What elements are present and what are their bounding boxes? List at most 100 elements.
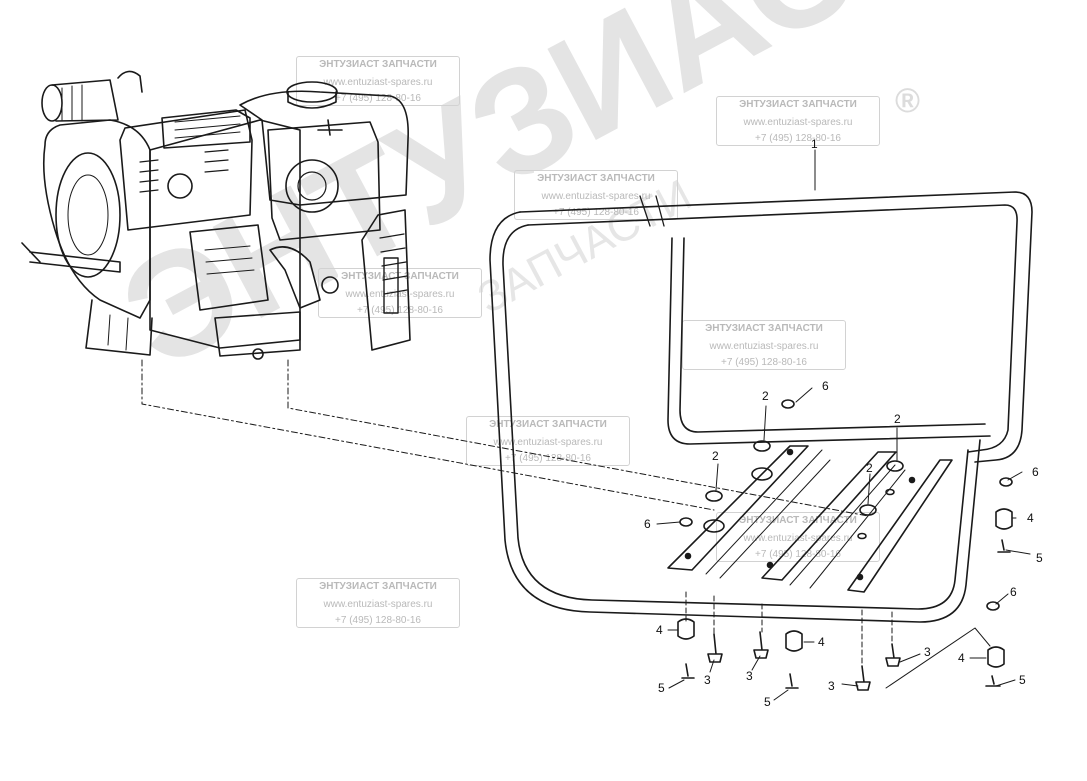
bolt xyxy=(997,539,1011,553)
callout-3: 3 xyxy=(924,645,931,659)
frame-inner-rail xyxy=(667,237,991,445)
callout-6: 6 xyxy=(1010,585,1017,599)
alignment-line xyxy=(685,591,893,665)
watermark-url: www.entuziast-spares.ru xyxy=(541,191,651,202)
watermark-box: ЭНТУЗИАСТ ЗАПЧАСТИ www.entuziast-spares.… xyxy=(296,578,460,628)
base-rail-2 xyxy=(761,451,897,581)
alignment-line xyxy=(885,627,991,689)
flange-nut xyxy=(753,440,771,452)
callout-2: 2 xyxy=(866,461,873,475)
watermark-phone: +7 (495) 128-80-16 xyxy=(755,549,841,560)
choke-lever xyxy=(321,276,339,294)
fan-cover-opening xyxy=(285,159,339,213)
watermark-url: www.entuziast-spares.ru xyxy=(345,289,455,300)
oil-cap xyxy=(317,119,343,136)
callout-3: 3 xyxy=(746,669,753,683)
leader-line xyxy=(668,549,1031,701)
mount-bushing xyxy=(751,467,773,481)
valve-cover-detail xyxy=(204,245,255,275)
lock-nut xyxy=(679,517,693,527)
watermark-url: www.entuziast-spares.ru xyxy=(493,437,603,448)
pump-volute xyxy=(55,152,121,278)
alignment-lines xyxy=(141,149,1031,701)
callout-5: 5 xyxy=(764,695,771,709)
flange-nut xyxy=(859,504,877,516)
engine-mounting-base xyxy=(214,311,301,357)
watermark-url: www.entuziast-spares.ru xyxy=(709,341,819,352)
base-hole xyxy=(684,552,692,560)
frame-top-rail-back xyxy=(519,191,1033,463)
flange-nut xyxy=(886,460,904,472)
watermark-url: www.entuziast-spares.ru xyxy=(323,77,433,88)
watermark-title: ЭНТУЗИАСТ ЗАПЧАСТИ xyxy=(316,579,440,595)
watermark-box: ЭНТУЗИАСТ ЗАПЧАСТИ www.entuziast-spares.… xyxy=(682,320,846,370)
watermark-url: www.entuziast-spares.ru xyxy=(743,117,853,128)
frame-front-loop xyxy=(489,211,981,623)
callout-3: 3 xyxy=(828,679,835,693)
fuel-cap-rim xyxy=(287,91,337,109)
mount-bushing xyxy=(703,519,725,533)
flange-bolt xyxy=(855,665,871,691)
watermark-url: www.entuziast-spares.ru xyxy=(323,599,433,610)
washer xyxy=(885,488,895,496)
lock-nut xyxy=(781,399,795,409)
base-hole xyxy=(766,561,774,569)
pump-foot xyxy=(85,299,153,356)
alignment-line xyxy=(287,359,869,517)
callout-6: 6 xyxy=(822,379,829,393)
washer xyxy=(857,532,867,540)
callout-2: 2 xyxy=(894,412,901,426)
watermark-box: ЭНТУЗИАСТ ЗАПЧАСТИ www.entuziast-spares.… xyxy=(716,96,880,146)
air-cleaner-slots xyxy=(174,115,241,139)
callout-numbers: 1 2 2 2 2 3 3 3 3 4 4 4 4 5 5 5 5 6 6 6 … xyxy=(644,137,1043,709)
watermark-phone: +7 (495) 128-80-16 xyxy=(721,357,807,368)
base-rail-edges xyxy=(705,449,906,589)
rubber-foot xyxy=(987,646,1005,668)
callout-4: 4 xyxy=(1027,511,1034,525)
base-hole xyxy=(856,573,864,581)
leader-line xyxy=(715,405,898,505)
air-cleaner-box xyxy=(161,109,251,149)
rubber-foot xyxy=(785,630,803,652)
watermark-phone: +7 (495) 128-80-16 xyxy=(755,133,841,144)
carburetor xyxy=(269,246,321,309)
frame-assembly xyxy=(489,191,1033,691)
shroud-vents xyxy=(139,149,229,193)
flange-bolt xyxy=(707,633,723,663)
rubber-foot xyxy=(995,508,1013,530)
frame-front-loop-inner xyxy=(502,224,969,610)
callout-6: 6 xyxy=(644,517,651,531)
watermark-box: ЭНТУЗИАСТ ЗАПЧАСТИ www.entuziast-spares.… xyxy=(514,170,678,220)
callout-1: 1 xyxy=(811,137,818,151)
frame-lift-tube xyxy=(639,195,665,227)
pump-fill-cap xyxy=(117,70,143,93)
callout-5: 5 xyxy=(1019,673,1026,687)
callout-4: 4 xyxy=(818,635,825,649)
watermark-title: ЭНТУЗИАСТ ЗАПЧАСТИ xyxy=(534,171,658,187)
cooling-fins xyxy=(379,233,408,295)
watermark-phone: +7 (495) 128-80-16 xyxy=(553,207,639,218)
base-hole xyxy=(908,476,916,484)
callout-4: 4 xyxy=(656,623,663,637)
engine-pump-assembly xyxy=(21,70,411,360)
callout-5: 5 xyxy=(658,681,665,695)
drain-rod xyxy=(21,242,121,273)
watermark-title: ЭНТУЗИАСТ ЗАПЧАСТИ xyxy=(316,57,440,73)
leader-line xyxy=(667,517,1017,659)
watermark-title: ЭНТУЗИАСТ ЗАПЧАСТИ xyxy=(736,513,860,529)
alignment-line xyxy=(141,359,715,511)
bolt xyxy=(985,675,1001,687)
valve-cover xyxy=(189,224,269,311)
inlet-pipe-ribs xyxy=(61,84,83,122)
flange-nut xyxy=(705,490,723,502)
watermark-phone: +7 (495) 128-80-16 xyxy=(505,453,591,464)
inlet-pipe-mouth xyxy=(41,84,63,122)
watermark-box: ЭНТУЗИАСТ ЗАПЧАСТИ www.entuziast-spares.… xyxy=(296,56,460,106)
fuel-tank xyxy=(239,90,409,206)
leader-line xyxy=(709,653,921,687)
fuel-cap xyxy=(286,81,338,103)
callout-6: 6 xyxy=(1032,465,1039,479)
flange-bolt xyxy=(885,643,901,667)
